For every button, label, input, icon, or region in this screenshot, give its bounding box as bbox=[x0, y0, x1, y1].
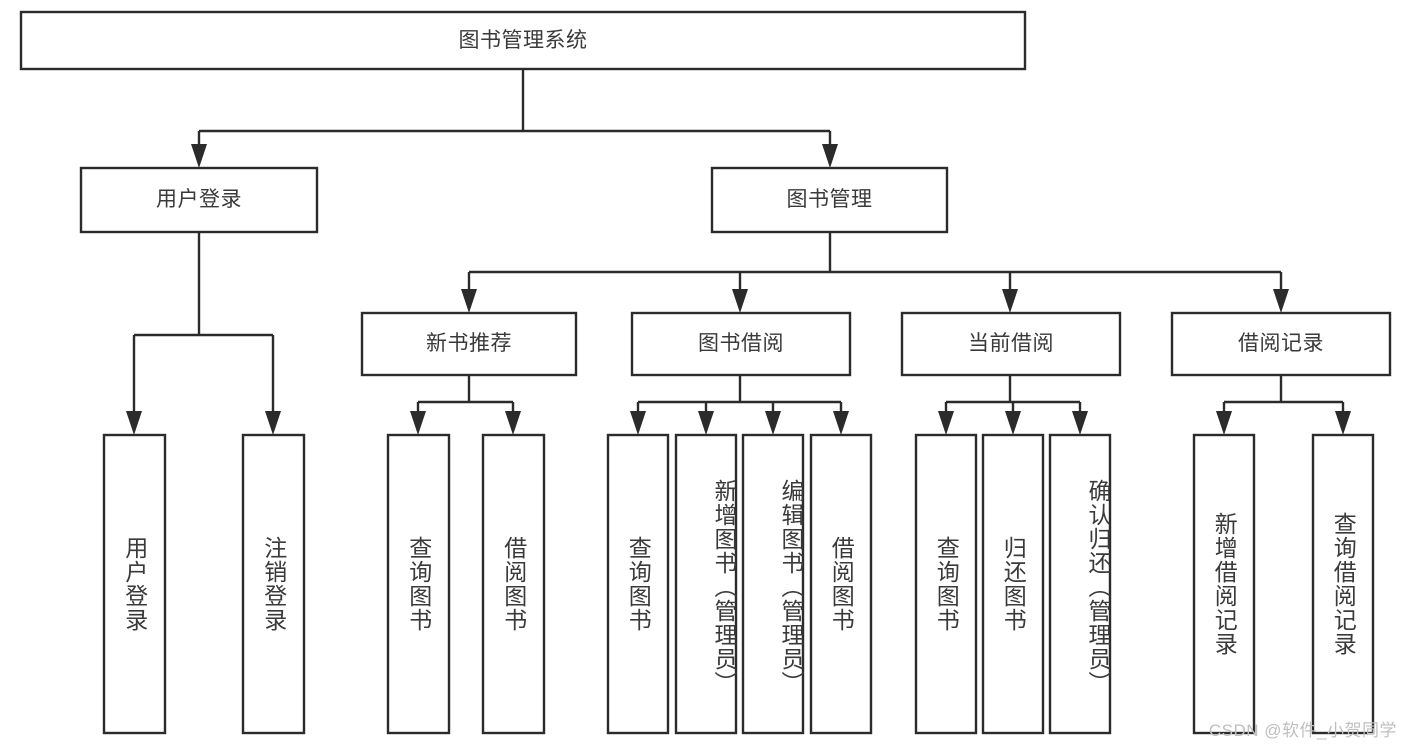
arrow-head-leaf-query-record bbox=[1335, 411, 1351, 435]
node-leaf-confirm-return-box[interactable] bbox=[1048, 433, 1112, 735]
csdn-watermark: CSDN @软件_小贺同学 bbox=[1208, 721, 1397, 740]
node-leaf-return-book-box[interactable] bbox=[981, 433, 1045, 735]
arrow-head-leaf-query-book-1 bbox=[410, 411, 426, 435]
arrow-head-leaf-edit-book bbox=[765, 411, 781, 435]
arrow-head-leaf-borrow-book-1 bbox=[505, 411, 521, 435]
arrow-head-leaf-add-book bbox=[698, 411, 714, 435]
node-leaf-add-book-box[interactable] bbox=[674, 433, 738, 735]
arrow-head-leaf-user-logout bbox=[265, 411, 281, 435]
node-user-login-box[interactable] bbox=[79, 166, 319, 234]
node-leaf-add-record-box[interactable] bbox=[1192, 433, 1256, 735]
node-leaf-borrow-book-2-box[interactable] bbox=[809, 433, 873, 735]
node-book-borrow-box[interactable] bbox=[630, 311, 852, 377]
node-leaf-user-login-box[interactable] bbox=[102, 433, 167, 735]
node-new-book-recommend-box[interactable] bbox=[360, 311, 578, 377]
node-leaf-edit-book-box[interactable] bbox=[741, 433, 805, 735]
arrow-head-leaf-borrow-book-2 bbox=[833, 411, 849, 435]
arrow-head-borrow-record bbox=[1273, 289, 1289, 313]
arrow-head-leaf-user-login bbox=[126, 411, 142, 435]
arrow-head-user-login bbox=[191, 144, 207, 168]
arrow-head-book-borrow bbox=[732, 289, 748, 313]
node-leaf-query-book-2-box[interactable] bbox=[606, 433, 670, 735]
node-root-box[interactable] bbox=[19, 10, 1027, 71]
arrow-head-current-borrow bbox=[1002, 289, 1018, 313]
node-borrow-record-box[interactable] bbox=[1170, 311, 1392, 377]
arrow-head-leaf-confirm-return bbox=[1072, 411, 1088, 435]
node-book-manage-box[interactable] bbox=[710, 166, 949, 234]
arrow-head-new-book-recommend bbox=[461, 289, 477, 313]
node-leaf-query-book-1-box[interactable] bbox=[386, 433, 451, 735]
node-leaf-user-logout-box[interactable] bbox=[241, 433, 306, 735]
node-leaf-query-book-3-box[interactable] bbox=[914, 433, 978, 735]
node-leaf-query-record-box[interactable] bbox=[1311, 433, 1375, 735]
arrow-head-leaf-query-book-3 bbox=[938, 411, 954, 435]
arrow-head-leaf-query-book-2 bbox=[630, 411, 646, 435]
node-leaf-borrow-book-1-box[interactable] bbox=[481, 433, 546, 735]
arrow-head-book-manage bbox=[822, 144, 838, 168]
arrow-head-leaf-return-book bbox=[1005, 411, 1021, 435]
arrow-head-leaf-add-record bbox=[1216, 411, 1232, 435]
node-current-borrow-box[interactable] bbox=[900, 311, 1122, 377]
